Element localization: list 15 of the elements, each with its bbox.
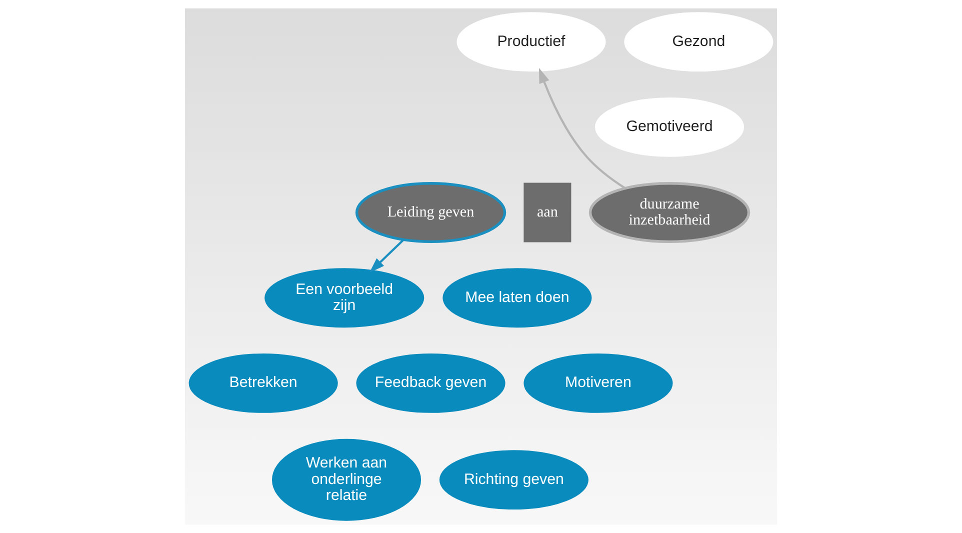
label: aan <box>536 204 558 221</box>
node-ellipse: Mee laten doen <box>442 268 592 328</box>
node-ellipse: Werken aan onderlinge relatie <box>272 438 422 521</box>
node-ellipse: Motiveren <box>524 353 673 413</box>
arrow <box>369 239 404 273</box>
node-ellipse: Een voorbeeld zijn <box>264 268 424 328</box>
node-ellipse: duurzame inzetbaarheid <box>588 182 750 244</box>
node-ellipse: Gemotiveerd <box>594 97 744 157</box>
node-ellipse: Gezond <box>624 12 774 72</box>
node-ellipse: Richting geven <box>439 450 588 510</box>
node-ellipse: Leiding geven <box>355 182 506 244</box>
node-ellipse: Productief <box>456 12 606 72</box>
node-ellipse: Betrekken <box>188 353 338 413</box>
arrow <box>538 68 626 190</box>
node-ellipse: Feedback geven <box>356 353 506 413</box>
